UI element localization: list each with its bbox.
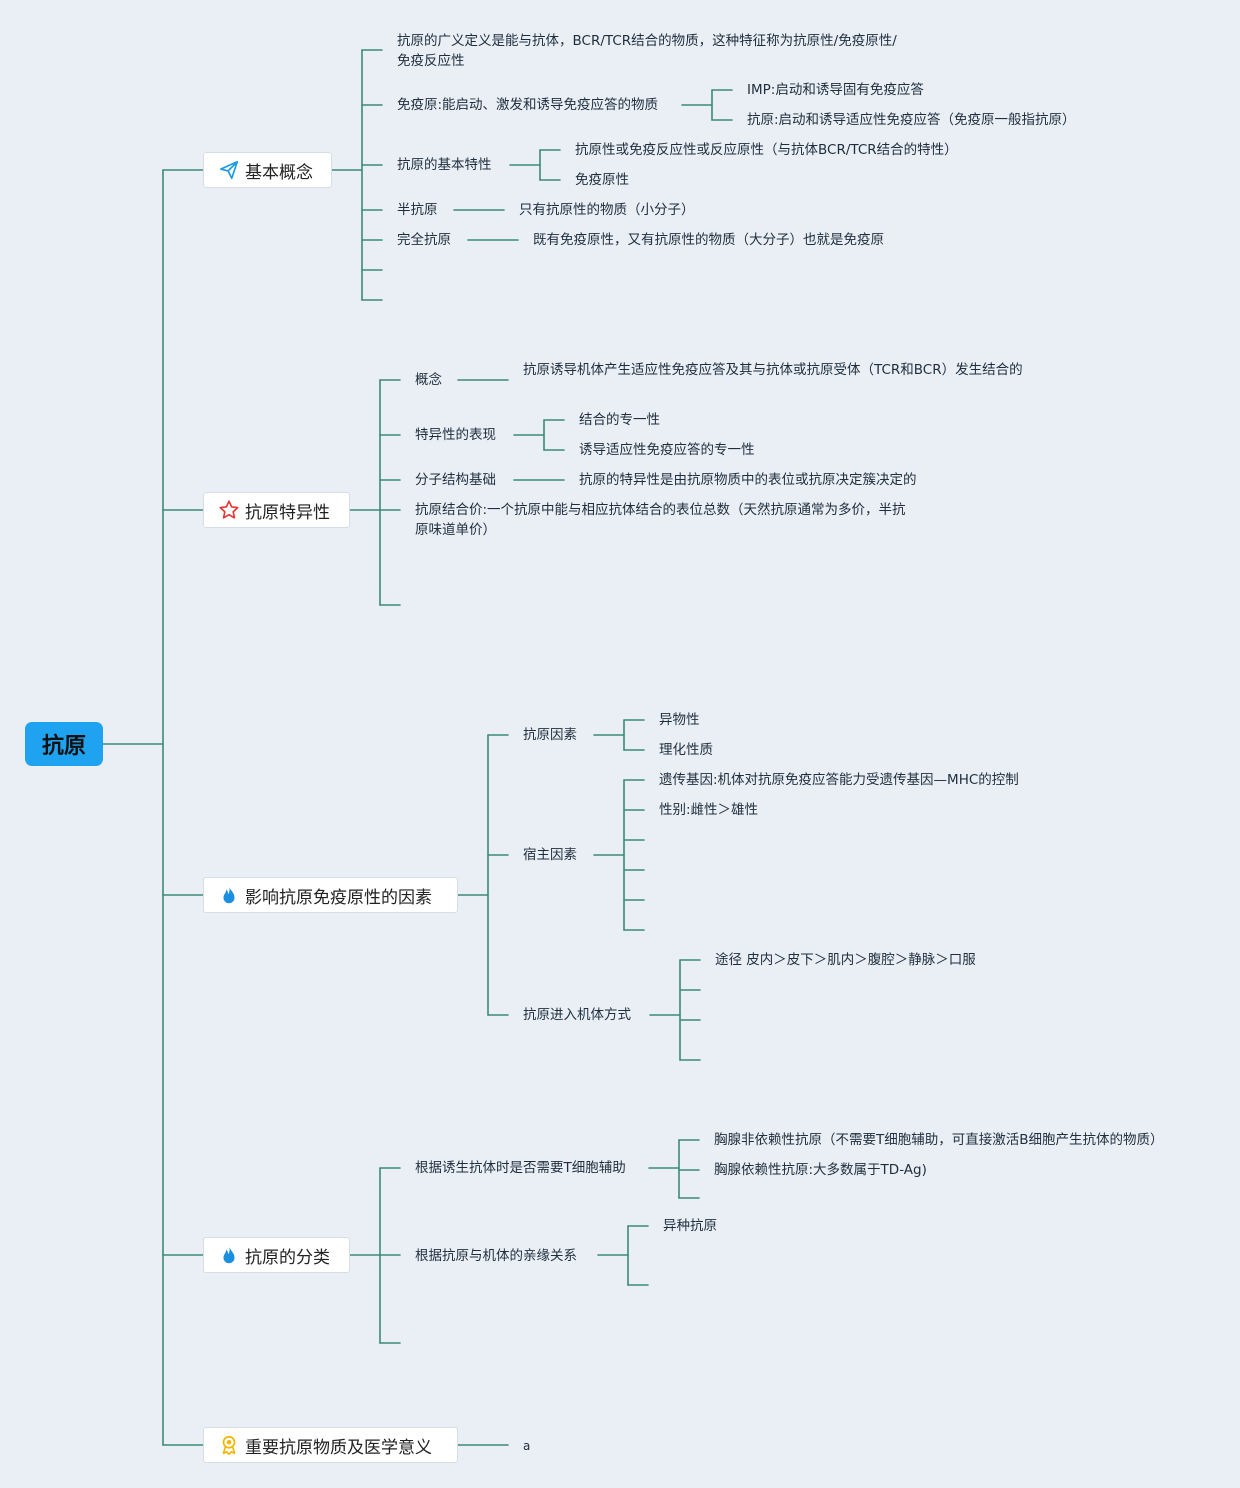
node-genetic[interactable]: 遗传基因:机体对抗原免疫应答能力受遗传基因—MHC的控制 [659, 772, 1019, 788]
node-basic-properties[interactable]: 抗原的基本特性 [397, 157, 492, 173]
node-a[interactable]: a [523, 1439, 531, 1453]
node-gender[interactable]: 性别:雌性＞雄性 [659, 802, 759, 818]
node-entry-route[interactable]: 抗原进入机体方式 [523, 1007, 631, 1023]
topic-label: 抗原特异性 [245, 502, 330, 523]
topic-antigen-classification[interactable]: 抗原的分类 [203, 1237, 350, 1273]
node-hapten[interactable]: 半抗原 [397, 202, 438, 218]
topic-important-antigens[interactable]: 重要抗原物质及医学意义 [203, 1427, 458, 1463]
node-td-antigen[interactable]: 胸腺依赖性抗原:大多数属于TD-Ag) [714, 1162, 927, 1178]
star-icon [218, 499, 240, 521]
node-xenoantigen[interactable]: 异种抗原 [663, 1218, 717, 1234]
root-label: 抗原 [41, 734, 86, 759]
topic-basic-concept[interactable]: 基本概念 [203, 152, 332, 188]
flame-icon [218, 1244, 240, 1266]
topic-label: 影响抗原免疫原性的因素 [245, 887, 432, 908]
node-ti-antigen[interactable]: 胸腺非依赖性抗原（不需要T细胞辅助，可直接激活B细胞产生抗体的物质） [714, 1132, 1164, 1148]
node-kinship[interactable]: 根据抗原与机体的亲缘关系 [415, 1248, 577, 1264]
node-antigen-valence[interactable]: 抗原结合价:一个抗原中能与相应抗体结合的表位总数（天然抗原通常为多价，半抗原味道… [415, 502, 906, 538]
node-t-cell-help[interactable]: 根据诱生抗体时是否需要T细胞辅助 [415, 1160, 626, 1176]
topic-label: 基本概念 [245, 162, 313, 183]
node-immunogen[interactable]: 免疫原:能启动、激发和诱导免疫应答的物质 [397, 97, 659, 113]
node-broad-definition[interactable]: 抗原的广义定义是能与抗体，BCR/TCR结合的物质，这种特征称为抗原性/免疫原性… [397, 33, 897, 69]
topic-immunogenicity-factors[interactable]: 影响抗原免疫原性的因素 [203, 877, 458, 913]
node-molecular-basis[interactable]: 分子结构基础 [415, 472, 496, 488]
root-topic[interactable]: 抗原 [25, 722, 103, 766]
node-complete-antigen-desc[interactable]: 既有免疫原性，又有抗原性的物质（大分子）也就是免疫原 [533, 232, 884, 248]
node-response-specificity[interactable]: 诱导适应性免疫应答的专一性 [579, 442, 755, 458]
node-physicochemical[interactable]: 理化性质 [659, 742, 713, 758]
topic-antigen-specificity[interactable]: 抗原特异性 [203, 492, 350, 528]
node-immunogenicity[interactable]: 免疫原性 [575, 172, 629, 188]
node-specificity-manifestation[interactable]: 特异性的表现 [415, 427, 496, 443]
topic-label: 重要抗原物质及医学意义 [245, 1437, 432, 1458]
node-complete-antigen[interactable]: 完全抗原 [397, 232, 451, 248]
node-concept-desc[interactable]: 抗原诱导机体产生适应性免疫应答及其与抗体或抗原受体（TCR和BCR）发生结合的 [523, 362, 1023, 378]
node-host-factors[interactable]: 宿主因素 [523, 847, 577, 863]
flame-icon [218, 884, 240, 906]
award-badge-icon [218, 1434, 240, 1456]
node-imp[interactable]: IMP:启动和诱导固有免疫应答 [747, 82, 924, 98]
node-concept[interactable]: 概念 [415, 372, 442, 388]
node-binding-specificity[interactable]: 结合的专一性 [579, 412, 660, 428]
node-molecular-basis-desc[interactable]: 抗原的特异性是由抗原物质中的表位或抗原决定簇决定的 [579, 472, 917, 488]
node-antigen-factors[interactable]: 抗原因素 [523, 727, 577, 743]
node-antigenicity[interactable]: 抗原性或免疫反应性或反应原性（与抗体BCR/TCR结合的特性） [575, 142, 958, 158]
node-hapten-desc[interactable]: 只有抗原性的物质（小分子） [519, 202, 695, 218]
node-foreignness[interactable]: 异物性 [659, 712, 700, 728]
topic-label: 抗原的分类 [245, 1247, 330, 1268]
paper-plane-icon [218, 159, 240, 181]
node-route-order[interactable]: 途径 皮内＞皮下＞肌内＞腹腔＞静脉＞口服 [715, 952, 976, 968]
node-antigen-adaptive[interactable]: 抗原:启动和诱导适应性免疫应答（免疫原一般指抗原） [747, 112, 1076, 128]
